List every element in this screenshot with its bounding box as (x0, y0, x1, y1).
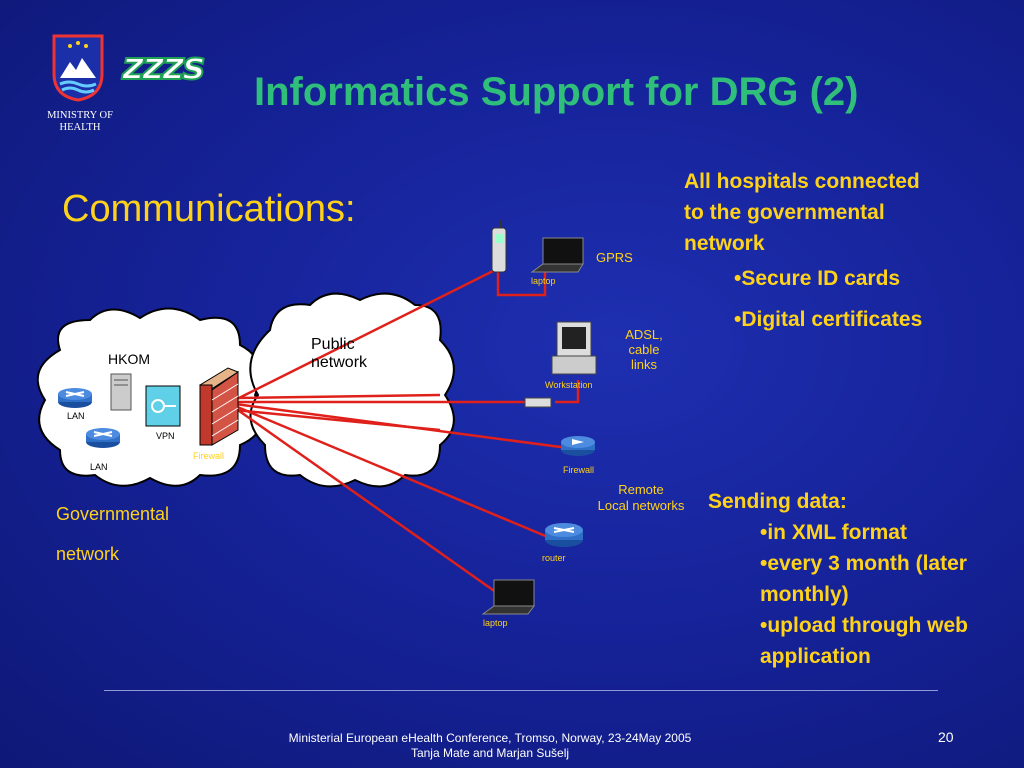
lan-label: LAN (67, 411, 85, 421)
router-icon (545, 523, 583, 547)
mobile-phone-icon (491, 220, 507, 273)
sending-bullet: •every 3 month (later (760, 552, 967, 575)
link-bundle (234, 393, 441, 432)
ministry-label: MINISTRY OF HEALTH (20, 110, 140, 134)
coat-of-arms-icon (52, 34, 104, 102)
ministry-line1: MINISTRY OF (47, 110, 113, 121)
link-gprs (234, 268, 496, 402)
hospitals-heading-2: to the governmental (684, 201, 885, 224)
firewall-left-icon (198, 367, 240, 446)
zzzs-logo: zzzs (121, 43, 206, 89)
sending-panel: Sending data: •in XML format •every 3 mo… (708, 486, 968, 672)
workstation-icon (551, 321, 597, 375)
governmental-network-label: Governmental network (56, 494, 169, 574)
link-router (234, 404, 556, 542)
firewall-right-label: Firewall (563, 465, 595, 475)
adsl-line1: ADSL, (625, 327, 663, 342)
link-laptop-bottom (234, 406, 501, 597)
adsl-line2: cable (628, 342, 660, 357)
sending-heading: Sending data: (708, 490, 847, 513)
public-network-label: Public network (311, 336, 367, 372)
footer-text: Ministerial European eHealth Conference,… (250, 731, 730, 761)
sending-bullet: •upload through web (760, 614, 968, 637)
laptop-icon (530, 237, 584, 273)
router-label: router (542, 553, 566, 563)
hospitals-heading-1: All hospitals connected (684, 170, 920, 193)
footer-line1: Ministerial European eHealth Conference,… (288, 731, 692, 745)
laptop-label: laptop (483, 618, 508, 628)
hospitals-heading-3: network (684, 232, 765, 255)
sending-bullet: •in XML format (760, 521, 907, 544)
footer-separator (104, 690, 938, 691)
public-network-cloud (249, 292, 455, 488)
laptop-icon (481, 579, 535, 615)
hospitals-panel: All hospitals connected to the governmen… (684, 166, 994, 335)
laptop-label: laptop (531, 276, 556, 286)
gprs-label: GPRS (596, 250, 633, 265)
sending-bullet: monthly) (760, 583, 849, 606)
sending-bullet: application (760, 645, 871, 668)
workstation-label: Workstation (545, 380, 593, 390)
vpn-icon (145, 385, 181, 427)
page-title: Informatics Support for DRG (2) (254, 70, 859, 114)
remote-line2: Local networks (597, 498, 685, 513)
page-number: 20 (938, 729, 954, 745)
remote-line1: Remote (618, 482, 664, 497)
remote-networks-label: Remote Local networks (582, 482, 700, 514)
adsl-line3: links (630, 357, 657, 372)
firewall-left-label: Firewall (193, 451, 225, 461)
firewall-right-icon (561, 436, 595, 456)
gov-line1: Governmental (56, 504, 170, 524)
vpn-label: VPN (156, 431, 175, 441)
footer-line2: Tanja Mate and Marjan Sušelj (410, 746, 570, 760)
section-subtitle: Communications: (62, 188, 356, 230)
link-workstation-up (555, 380, 580, 404)
hospitals-bullet: •Digital certificates (734, 308, 923, 331)
lan-router-icon (58, 388, 92, 408)
lan-router-icon (86, 428, 120, 448)
adsl-label: ADSL, cable links (618, 327, 670, 372)
public-line2: network (311, 354, 368, 371)
ministry-line2: HEALTH (59, 122, 101, 133)
hkom-label: HKOM (108, 351, 150, 367)
lan-label: LAN (90, 462, 108, 472)
modem-icon (524, 397, 552, 408)
server-icon (110, 373, 132, 411)
link-laptop-top (496, 270, 547, 297)
public-line1: Public (311, 336, 355, 353)
hospitals-bullet: •Secure ID cards (734, 267, 901, 290)
gov-line2: network (56, 544, 120, 564)
